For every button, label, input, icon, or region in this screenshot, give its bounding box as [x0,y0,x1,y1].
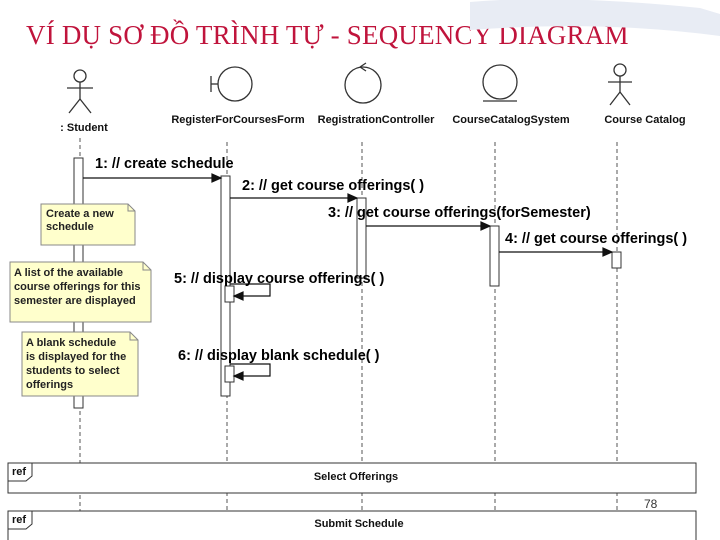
note-3-line-2: is displayed for the [26,351,126,363]
lifeline-label-student: : Student [60,122,108,134]
arrow-5 [230,283,271,297]
note-course-offerings-displayed: A list of the available course offerings… [9,261,152,323]
lifeline-label-registration-controller: RegistrationController [318,114,435,126]
message-2-label: 2: // get course offerings( ) [242,178,424,194]
message-4-label: 4: // get course offerings( ) [505,231,687,247]
arrowhead-2 [347,193,359,203]
ref-2-tag: ref [12,514,26,526]
ref-frame-submit-schedule: ref Submit Schedule [7,510,697,540]
arrowhead-3 [480,221,492,231]
message-1-label: 1: // create schedule [95,156,234,172]
activation-controller [356,197,367,279]
arrow-6 [230,363,271,377]
ref-frame-select-offerings: ref Select Offerings [7,462,697,494]
lifeline-label-register-form: RegisterForCoursesForm [171,114,304,126]
note-1-line-1: Create a new [46,208,114,220]
arrowhead-5 [232,291,244,301]
boundary-icon [210,66,253,102]
note-2-line-2: course offerings for this [14,281,141,293]
activation-catalog-system [489,225,500,287]
activation-self-6 [224,365,235,383]
ref-2-label: Submit Schedule [314,518,403,530]
note-3-line-4: offerings [26,379,73,391]
activation-course-catalog [611,251,622,269]
ref-1-tag: ref [12,466,26,478]
lifeline-label-course-catalog-system: CourseCatalogSystem [452,114,570,126]
control-icon [344,62,382,104]
arrowhead-1 [211,173,223,183]
message-5-label: 5: // display course offerings( ) [174,271,384,287]
note-3-line-1: A blank schedule [26,337,116,349]
background-logo-shape [470,0,720,36]
note-1-line-2: schedule [46,221,94,233]
note-2-line-1: A list of the available [14,267,123,279]
note-3-line-3: students to select [26,365,120,377]
entity-icon [482,64,518,102]
message-6-label: 6: // display blank schedule( ) [178,348,380,364]
note-blank-schedule-displayed: A blank schedule is displayed for the st… [21,331,139,397]
note-create-schedule: Create a new schedule [40,203,136,246]
ref-1-label: Select Offerings [314,471,398,483]
lifeline-label-course-catalog: Course Catalog [604,114,685,126]
arrowhead-4 [602,247,614,257]
arrowhead-6 [232,371,244,381]
actor-student-icon [67,69,93,114]
actor-course-catalog-icon [608,63,632,106]
note-2-line-3: semester are displayed [14,295,136,307]
activation-self-5 [224,285,235,303]
message-3-label: 3: // get course offerings(forSemester) [328,205,591,221]
message-arrows [83,173,614,381]
page-number: 78 [644,497,658,511]
